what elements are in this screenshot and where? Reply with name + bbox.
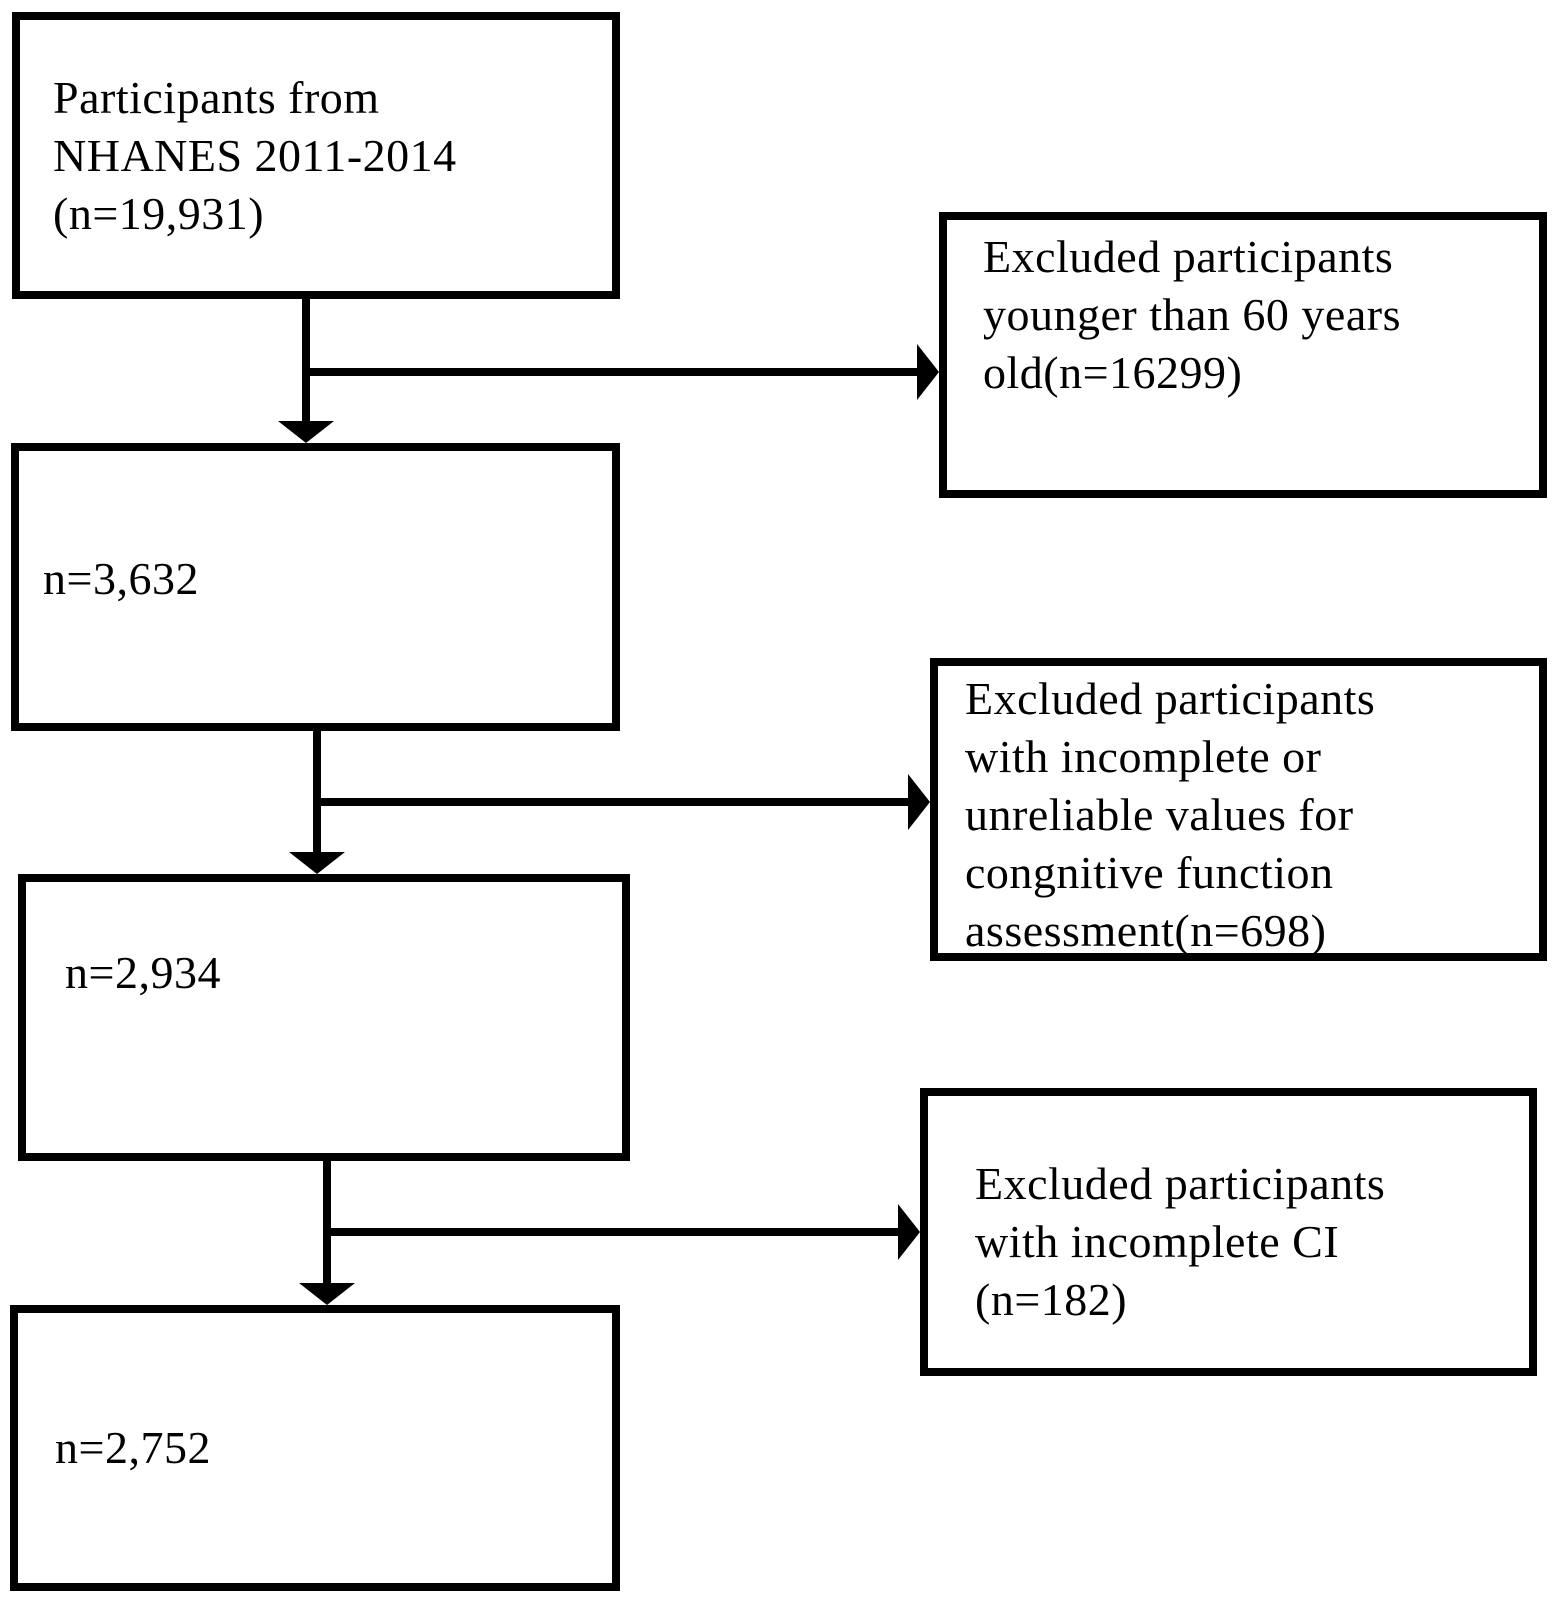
box-participants-nhanes-text: Participants from NHANES 2011-2014 (n=19… — [53, 71, 457, 239]
box-n-2934: n=2,934 — [18, 874, 630, 1161]
connector-line-to-exclusion2 — [313, 798, 912, 806]
box-n-3632: n=3,632 — [11, 443, 620, 731]
box-participants-nhanes: Participants from NHANES 2011-2014 (n=19… — [12, 12, 620, 299]
box-excluded-cognitive-assessment: Excluded participants with incomplete or… — [930, 658, 1547, 961]
box-excluded-younger-than-60-text: Excluded participants younger than 60 ye… — [983, 231, 1401, 398]
arrow-down-icon — [278, 421, 334, 443]
arrow-down-icon — [299, 1283, 355, 1305]
connector-line-box3-to-box4 — [323, 1157, 331, 1287]
connector-line-box2-to-box3 — [313, 727, 321, 856]
box-excluded-incomplete-ci-text: Excluded participants with incomplete CI… — [975, 1158, 1386, 1325]
box-excluded-cognitive-assessment-text: Excluded participants with incomplete or… — [965, 673, 1376, 956]
box-n-2934-text: n=2,934 — [65, 946, 221, 998]
box-n-3632-text: n=3,632 — [43, 553, 199, 604]
arrow-right-icon — [917, 344, 939, 400]
arrow-right-icon — [898, 1204, 920, 1260]
box-excluded-younger-than-60: Excluded participants younger than 60 ye… — [939, 212, 1547, 498]
arrow-down-icon — [289, 852, 345, 874]
connector-line-box1-to-box2 — [302, 295, 310, 425]
arrow-right-icon — [908, 774, 930, 830]
connector-line-to-exclusion3 — [323, 1228, 902, 1236]
box-n-2752: n=2,752 — [10, 1305, 620, 1591]
box-excluded-incomplete-ci: Excluded participants with incomplete CI… — [920, 1088, 1537, 1376]
connector-line-to-exclusion1 — [302, 368, 920, 376]
box-n-2752-text: n=2,752 — [55, 1422, 211, 1473]
